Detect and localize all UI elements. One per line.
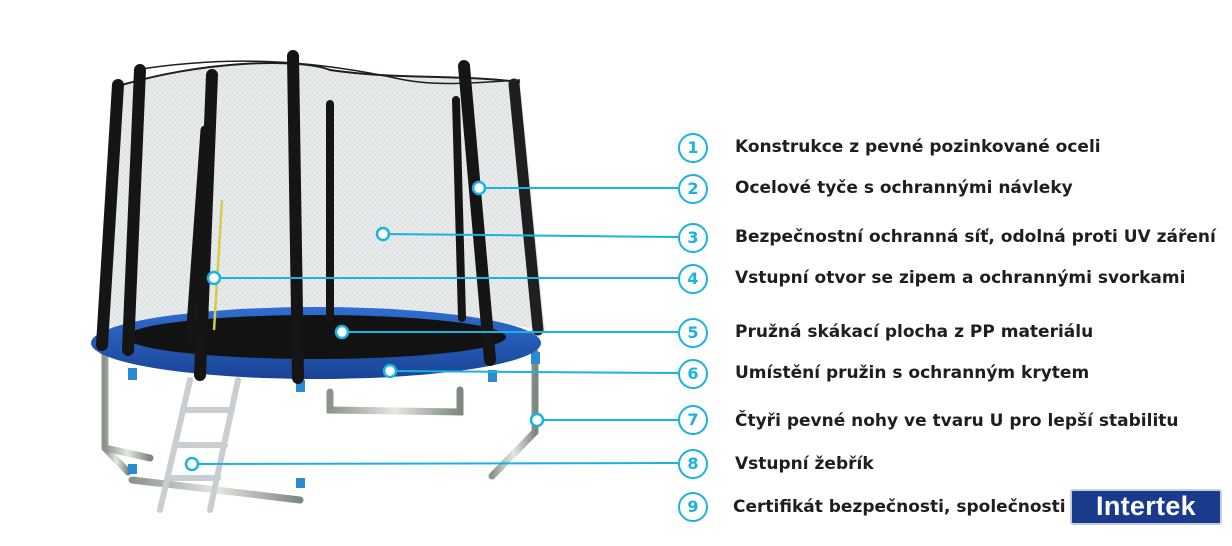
callout-number-3: 3: [678, 223, 708, 253]
callout-number-4: 4: [678, 264, 708, 294]
leader-dots: [184, 180, 545, 472]
intertek-logo: Intertek: [1070, 489, 1222, 525]
feature-label-3: Bezpečnostní ochranná síť, odolná proti …: [735, 227, 1216, 247]
feature-label-1: Konstrukce z pevné pozinkované oceli: [735, 137, 1101, 157]
callout-number-9: 9: [678, 492, 708, 522]
feature-label-2: Ocelové tyče s ochrannými návleky: [735, 178, 1073, 198]
callout-number-1: 1: [678, 133, 708, 163]
callout-number-8: 8: [678, 449, 708, 479]
feature-label-4: Vstupní otvor se zipem a ochrannými svor…: [735, 268, 1186, 288]
leader-lines: [191, 187, 679, 465]
callout-number-2: 2: [678, 174, 708, 204]
feature-label-6: Umístění pružin s ochranným krytem: [735, 363, 1090, 383]
entry-ladder: [157, 377, 241, 513]
callout-number-7: 7: [678, 405, 708, 435]
callout-number-6: 6: [678, 359, 708, 389]
feature-label-5: Pružná skákací plocha z PP materiálu: [735, 322, 1094, 342]
feature-label-7: Čtyři pevné nohy ve tvaru U pro lepší st…: [735, 411, 1179, 431]
net-poles: [96, 50, 544, 384]
trampoline-legs: [101, 346, 539, 504]
feature-label-9: Certifikát bezpečnosti, společnosti: [733, 497, 1066, 517]
jumping-mat: [126, 315, 506, 359]
callout-number-5: 5: [678, 318, 708, 348]
feature-label-8: Vstupní žebřík: [735, 454, 874, 474]
